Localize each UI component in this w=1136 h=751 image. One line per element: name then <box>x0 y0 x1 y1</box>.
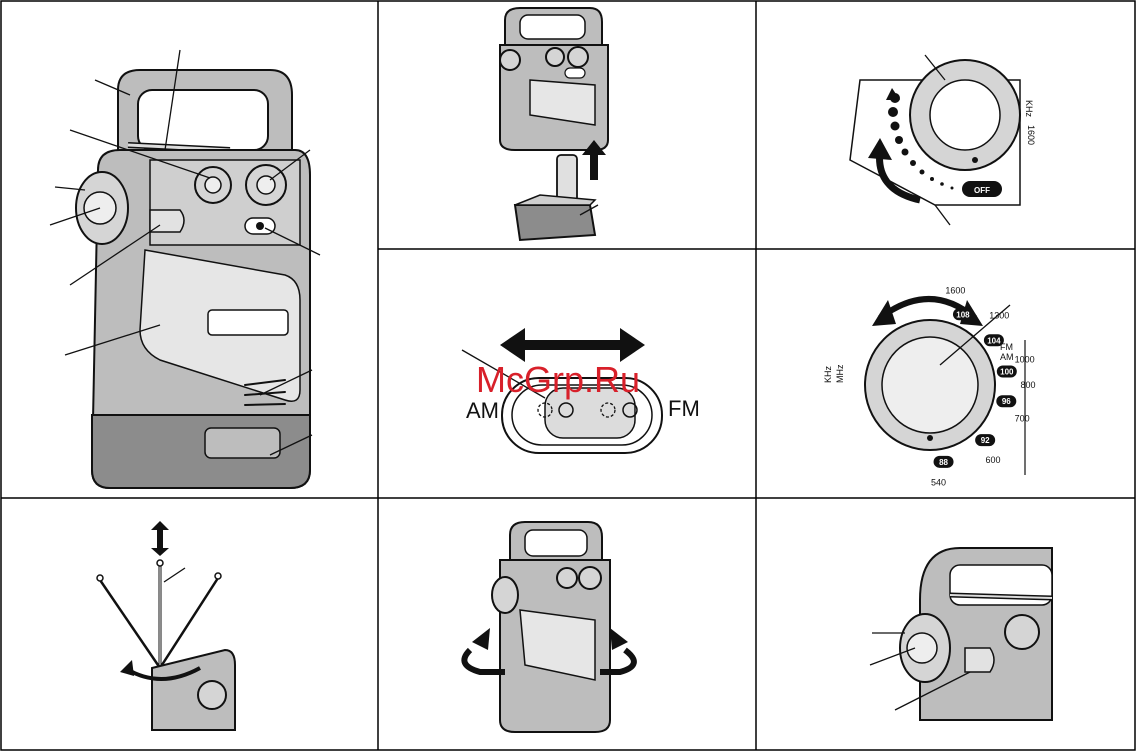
volume-dial-illustration: OFF KHz 1600 <box>850 55 1036 225</box>
fm-mark-88: 88 <box>934 456 954 468</box>
svg-text:96: 96 <box>1002 397 1011 406</box>
am-mark-540: 540 <box>931 478 946 488</box>
am-mark-1000: 1000 <box>1015 355 1035 365</box>
watermark: McGrp.Ru <box>476 359 640 400</box>
am-fm-switch-illustration: AM FM McGrp.Ru <box>462 328 700 453</box>
off-label: OFF <box>974 186 990 195</box>
radio-overview-illustration <box>50 50 320 488</box>
svg-text:92: 92 <box>981 436 990 445</box>
fm-mark-96: 96 <box>996 395 1016 407</box>
am-mark-1600: 1600 <box>945 285 965 295</box>
am-mark-800: 800 <box>1020 380 1035 390</box>
fm-mark-92: 92 <box>975 434 995 446</box>
am-mark-600: 600 <box>985 455 1000 465</box>
rotate-radio-illustration <box>464 522 634 732</box>
freq-label: 1600 <box>1026 125 1036 145</box>
am-band-label: AM <box>1000 352 1014 362</box>
fm-mark-108: 108 <box>953 308 973 320</box>
fm-mark-100: 100 <box>997 365 1017 377</box>
fm-label: FM <box>668 396 700 421</box>
crank-closeup-illustration <box>870 548 1052 720</box>
am-label: AM <box>466 398 499 423</box>
antenna-illustration <box>97 521 235 730</box>
am-mark-700: 700 <box>1015 414 1030 424</box>
svg-text:108: 108 <box>956 310 970 319</box>
am-mark-1300: 1300 <box>989 311 1009 321</box>
svg-text:88: 88 <box>939 458 948 467</box>
svg-text:100: 100 <box>1000 367 1014 376</box>
battery-insertion-illustration <box>500 8 608 240</box>
mhz-label: MHz <box>835 364 845 383</box>
svg-text:104: 104 <box>987 336 1001 345</box>
fm-mark-104: 104 <box>984 334 1004 346</box>
khz-unit-label: KHz <box>1024 100 1034 118</box>
khz-label: KHz <box>823 365 833 383</box>
